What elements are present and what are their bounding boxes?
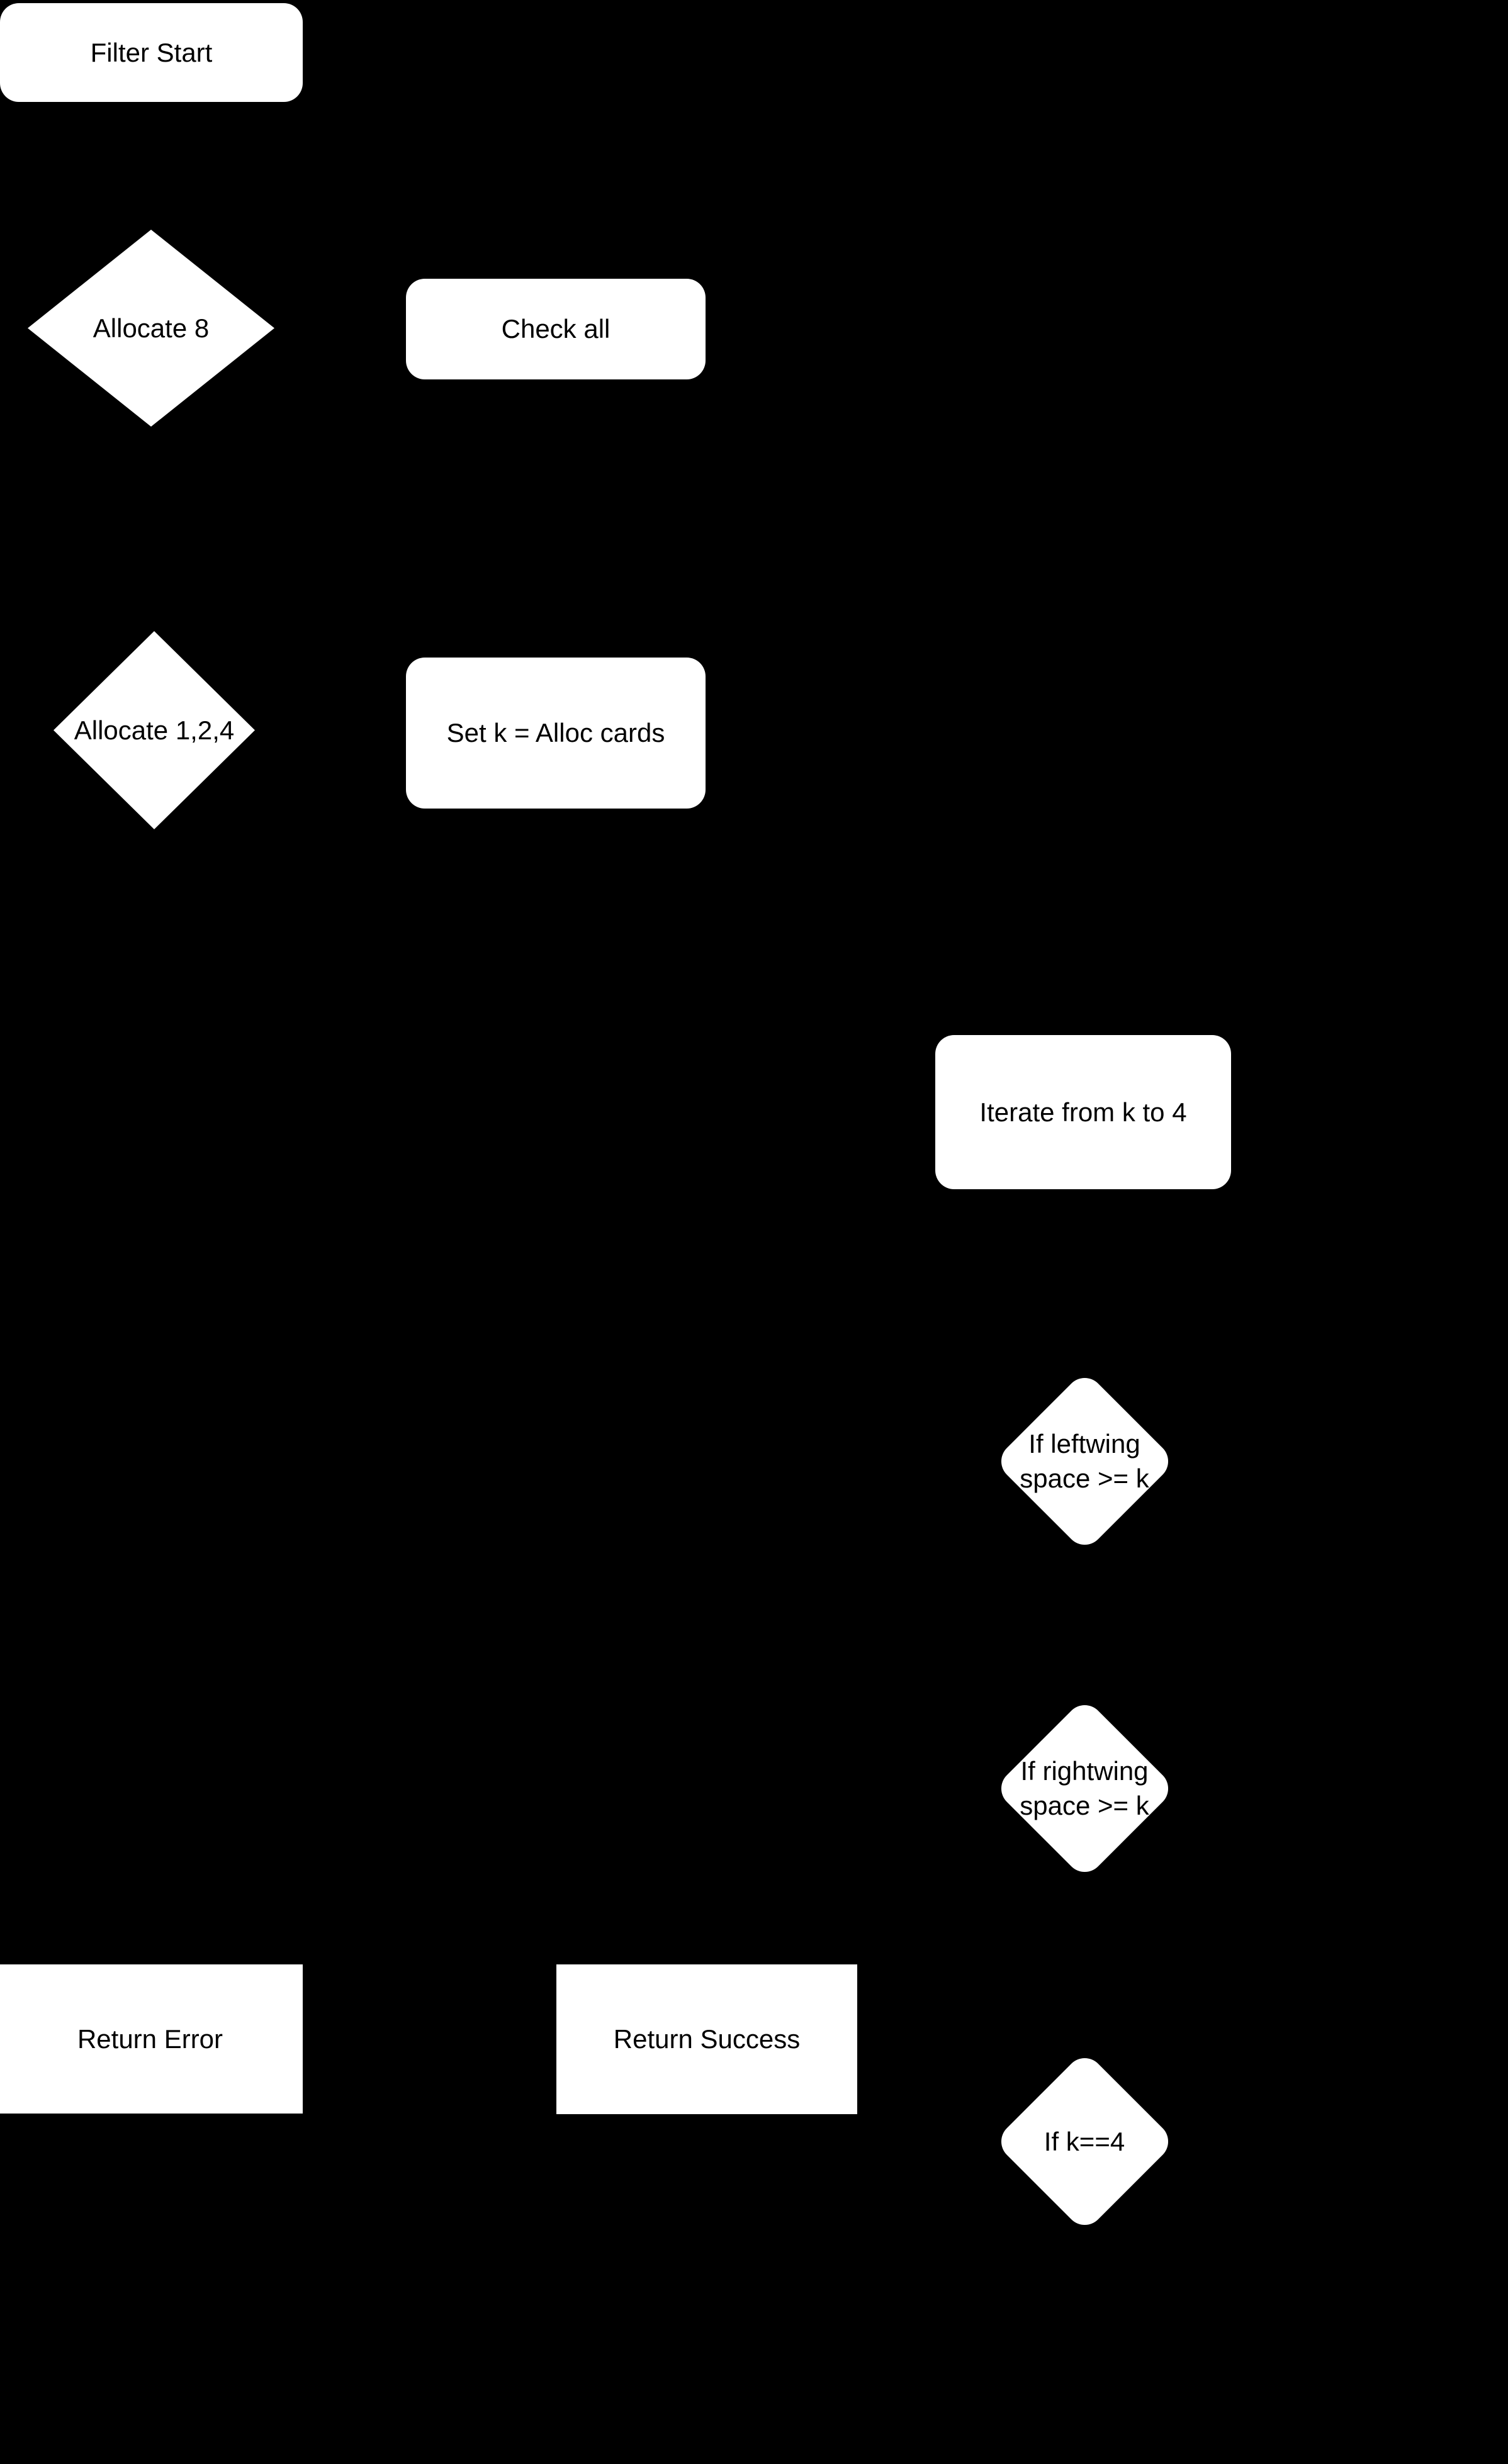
node-if-k-equals-4[interactable]: If k==4: [993, 2050, 1176, 2233]
diamond-shape: [28, 230, 274, 427]
node-allocate-8[interactable]: Allocate 8: [28, 230, 274, 427]
node-return-success[interactable]: Return Success: [556, 1964, 857, 2114]
rounded-diamond-shape: [993, 2050, 1176, 2233]
node-if-leftwing-space[interactable]: If leftwing space >= k: [993, 1370, 1176, 1553]
node-return-error[interactable]: Return Error: [0, 1964, 303, 2114]
node-iterate-k-to-4-label: Iterate from k to 4: [979, 1097, 1187, 1127]
node-set-k-label: Set k = Alloc cards: [446, 718, 665, 748]
node-set-k[interactable]: Set k = Alloc cards: [406, 658, 706, 809]
rounded-diamond-shape: [993, 1370, 1176, 1553]
node-return-error-label: Return Error: [77, 2024, 223, 2054]
node-check-all-label: Check all: [501, 314, 611, 344]
rounded-diamond-shape: [993, 1697, 1176, 1880]
node-if-rightwing-space[interactable]: If rightwing space >= k: [993, 1697, 1176, 1880]
node-return-success-label: Return Success: [613, 2024, 801, 2054]
node-filter-start-label: Filter Start: [90, 37, 213, 67]
node-filter-start[interactable]: Filter Start: [0, 3, 303, 102]
diamond-shape: [53, 631, 255, 829]
node-check-all[interactable]: Check all: [406, 279, 706, 379]
node-iterate-k-to-4[interactable]: Iterate from k to 4: [935, 1035, 1231, 1189]
node-allocate-124[interactable]: Allocate 1,2,4: [53, 631, 255, 829]
